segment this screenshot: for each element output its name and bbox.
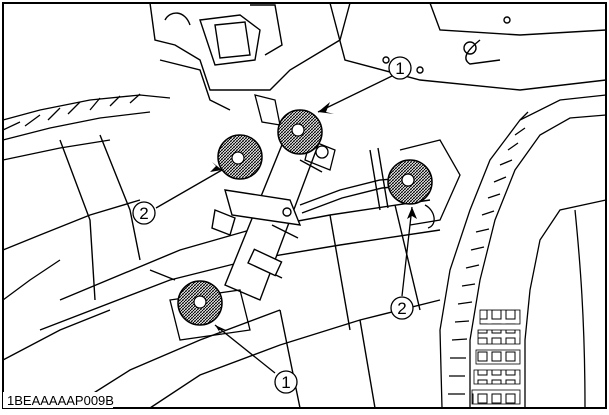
support-members [149,94,461,341]
leader-arrowheads [210,102,417,336]
leader-lines [155,75,413,374]
mount-bracket [211,189,302,236]
figure-frame [2,2,607,409]
callout-number: 1 [281,373,290,392]
left-track [2,93,171,301]
leader-arrow-1-top [317,75,393,113]
callout-1-bottom: 1 [274,370,298,394]
right-track [439,94,607,409]
bolt-heads [193,123,415,309]
leader-arrow-2-right [401,206,413,297]
right-track-plates [471,309,521,405]
callout-2-right: 2 [390,296,414,320]
callout-number: 2 [139,204,148,223]
upper-frame [149,2,607,111]
leader-arrow-2-left [155,169,223,209]
callout-2-left: 2 [132,201,156,225]
leader-arrow-1-bottom [214,324,276,374]
callout-number: 1 [395,59,404,78]
callout-number: 2 [397,299,406,318]
figure-code: 1BEAAAAAP009B [7,393,114,408]
callout-1-top: 1 [388,56,412,80]
